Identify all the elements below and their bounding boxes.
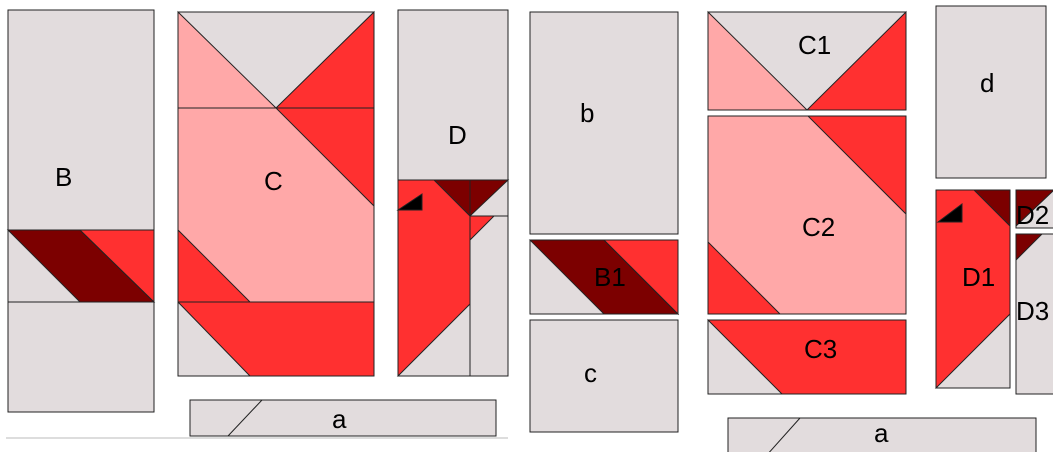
label-D2: D2	[1016, 200, 1049, 230]
label-a-right: a	[874, 418, 889, 448]
label-D1: D1	[962, 262, 995, 292]
label-b: b	[580, 98, 594, 128]
piece-C1: C1	[707, 10, 907, 111]
label-c: c	[584, 358, 597, 388]
label-C: C	[264, 166, 283, 196]
piece-C3: C3	[707, 318, 907, 395]
piece-D1: D1	[934, 189, 1011, 389]
piece-c: c	[529, 319, 679, 433]
label-C3: C3	[804, 334, 837, 364]
label-D: D	[448, 120, 467, 150]
label-a-left: a	[332, 404, 347, 434]
piece-B1: B1	[528, 239, 680, 316]
block-D: D	[396, 9, 510, 377]
block-C: C	[177, 10, 375, 377]
piece-C2: C2	[707, 115, 907, 315]
label-B: B	[55, 162, 72, 192]
label-d: d	[980, 68, 994, 98]
piece-b: b	[529, 11, 679, 235]
piece-d: d	[935, 5, 1047, 179]
strip-a-right: a	[727, 417, 1037, 452]
label-C1: C1	[798, 30, 831, 60]
label-B1: B1	[594, 262, 626, 292]
strip-a-left: a	[189, 399, 497, 437]
label-D3: D3	[1016, 296, 1049, 326]
label-C2: C2	[802, 212, 835, 242]
piece-D2: D2	[1015, 189, 1053, 230]
block-B: B	[6, 9, 156, 413]
piece-D3: D3	[1015, 233, 1053, 395]
